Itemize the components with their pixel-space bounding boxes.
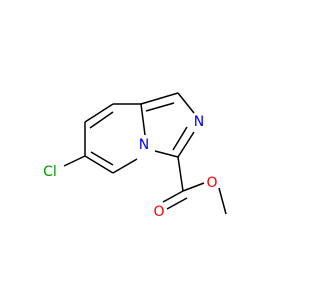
bond-c8a-bridge-n [140,103,146,136]
bond-c4-chlorine [63,155,86,167]
chlorine-label: Cl [43,164,57,180]
bond-carboxyl-ester-o [182,182,205,192]
bond-c3-carboxyl [177,156,184,192]
bond-imine-n-c3 [177,131,195,158]
bond-c5-c6 [84,103,114,123]
bond-c4-c3-inner [90,151,114,166]
ester-oxygen-label: O [206,175,217,191]
bond-c3-bridge-n [112,158,138,174]
bond-c4-c3 [84,155,114,174]
chemical-structure: Cl N N O O [43,92,227,220]
bond-c3-bridge-n-ring [154,150,179,158]
bond-c8a-c1 [140,92,179,105]
bond-c8a-c1-inner [145,102,175,112]
imine-nitrogen-label: N [194,114,204,130]
bond-imine-n-c3-inner [172,126,188,151]
bond-carbonyl-double-1 [162,190,184,203]
bond-c1-imine-n [177,92,195,114]
bridge-nitrogen-label: N [139,137,149,153]
bond-c5-c6-inner [89,111,114,129]
bond-carbonyl-double-2 [166,197,188,210]
carbonyl-oxygen-label: O [153,204,164,220]
bond-ester-o-methyl [218,187,227,215]
